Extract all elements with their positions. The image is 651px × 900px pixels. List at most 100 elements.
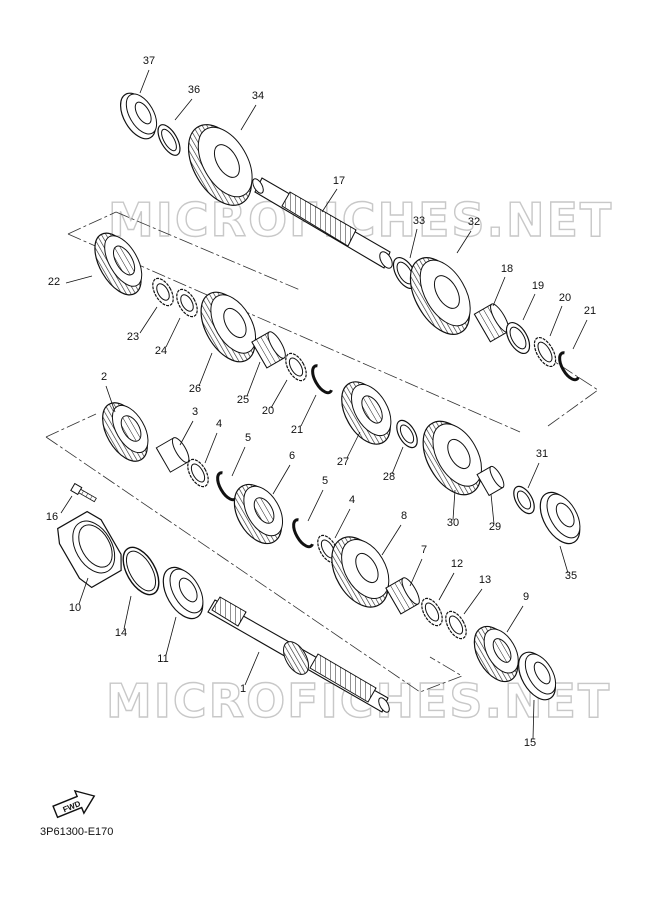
part-number-label: 27 bbox=[337, 456, 349, 468]
callout-p20a: 20 bbox=[549, 292, 571, 337]
callout-p25: 25 bbox=[237, 361, 261, 406]
callout-p33: 33 bbox=[409, 215, 425, 259]
lock-washer-4-upper bbox=[187, 458, 209, 488]
washer-24 bbox=[176, 288, 198, 318]
callout-p4b: 4 bbox=[334, 494, 355, 539]
part-number-label: 1 bbox=[240, 683, 246, 695]
callout-p22: 22 bbox=[48, 275, 93, 288]
part-number-label: 13 bbox=[479, 574, 491, 586]
leader-line bbox=[549, 305, 563, 337]
part-number-label: 31 bbox=[536, 448, 548, 460]
callout-p14: 14 bbox=[115, 595, 132, 639]
bearing-retainer-10 bbox=[57, 510, 122, 589]
part-number-label: 2 bbox=[101, 371, 107, 383]
part-number-label: 14 bbox=[115, 627, 127, 639]
leader-line bbox=[78, 577, 89, 605]
washer-12 bbox=[421, 597, 443, 627]
callout-p2: 2 bbox=[101, 371, 116, 413]
part-number-label: 17 bbox=[333, 175, 345, 187]
callout-p4a: 4 bbox=[204, 418, 222, 464]
callout-p1: 1 bbox=[240, 651, 260, 695]
leader-line bbox=[179, 420, 194, 446]
leader-line bbox=[174, 98, 193, 121]
leader-line bbox=[381, 524, 402, 556]
gear-22 bbox=[94, 232, 143, 296]
callout-p16: 16 bbox=[46, 495, 73, 523]
washer-19 bbox=[505, 322, 531, 354]
gear-27 bbox=[341, 381, 392, 445]
callout-p31: 31 bbox=[527, 448, 548, 489]
part-number-label: 20 bbox=[262, 405, 274, 417]
gear-8 bbox=[331, 536, 390, 608]
leader-line bbox=[456, 230, 472, 254]
bearing-37 bbox=[119, 92, 158, 140]
lock-washer-20-upper bbox=[533, 336, 557, 368]
part-number-label: 34 bbox=[252, 90, 264, 102]
part-number-label: 32 bbox=[468, 216, 480, 228]
leader-line bbox=[204, 432, 218, 464]
gear-32 bbox=[409, 257, 471, 335]
leader-line bbox=[452, 489, 456, 521]
part-number-label: 16 bbox=[46, 511, 58, 523]
washer-13 bbox=[445, 610, 467, 640]
main-axle-17 bbox=[252, 177, 393, 269]
callout-p36: 36 bbox=[174, 84, 200, 121]
leader-line bbox=[321, 188, 338, 213]
leader-line bbox=[244, 651, 260, 686]
callout-p21a: 21 bbox=[572, 305, 596, 350]
callout-p11: 11 bbox=[157, 616, 177, 665]
seal-ring-14 bbox=[122, 546, 160, 596]
gear-2 bbox=[102, 402, 149, 462]
callout-p18: 18 bbox=[492, 263, 513, 307]
callout-p5b: 5 bbox=[307, 475, 328, 522]
callout-p24: 24 bbox=[155, 317, 181, 357]
fwd-arrow-icon: FWD bbox=[52, 789, 96, 819]
washer-28 bbox=[396, 419, 418, 449]
leader-line bbox=[490, 493, 495, 525]
part-number-label: 21 bbox=[291, 424, 303, 436]
leader-line bbox=[334, 508, 351, 539]
gear-6 bbox=[233, 483, 284, 545]
part-number-label: 11 bbox=[157, 653, 168, 665]
callout-p13: 13 bbox=[463, 574, 491, 615]
callout-p19: 19 bbox=[522, 280, 544, 321]
gear-26 bbox=[200, 291, 257, 363]
callout-p29: 29 bbox=[489, 493, 501, 533]
washer-23 bbox=[152, 277, 174, 307]
leader-line bbox=[139, 69, 150, 94]
part-number-label: 6 bbox=[289, 450, 295, 462]
part-number-label: 30 bbox=[447, 517, 459, 529]
washer-31 bbox=[513, 485, 535, 515]
part-number-label: 24 bbox=[155, 345, 167, 357]
part-number-label: 25 bbox=[237, 394, 249, 406]
leader-line bbox=[438, 572, 455, 601]
callout-p8: 8 bbox=[381, 510, 407, 556]
part-number-label: 36 bbox=[188, 84, 200, 96]
part-number-label: 8 bbox=[401, 510, 407, 522]
group-frame-upper bbox=[67, 211, 599, 433]
leader-line bbox=[123, 595, 132, 630]
gear-9 bbox=[473, 625, 519, 683]
gear-34 bbox=[187, 124, 253, 206]
circlip-5-upper bbox=[216, 471, 238, 502]
leader-line bbox=[165, 317, 181, 348]
leader-line bbox=[270, 379, 288, 409]
leader-line bbox=[572, 319, 588, 350]
leader-line bbox=[65, 275, 93, 284]
collar-3 bbox=[155, 437, 190, 473]
callout-p35: 35 bbox=[559, 545, 577, 582]
lock-washer-20-lower bbox=[285, 352, 307, 382]
callout-p34: 34 bbox=[240, 90, 264, 131]
bearing-11 bbox=[162, 566, 204, 620]
bearing-15 bbox=[518, 651, 557, 701]
callout-p21b: 21 bbox=[291, 394, 317, 436]
leader-line bbox=[409, 558, 423, 587]
leader-line bbox=[165, 616, 177, 656]
part-number-label: 7 bbox=[421, 544, 427, 556]
part-number-label: 9 bbox=[523, 591, 529, 603]
leader-line bbox=[559, 545, 569, 574]
part-number-label: 5 bbox=[322, 475, 328, 487]
leader-line bbox=[60, 495, 73, 514]
group-frame-lower bbox=[45, 413, 463, 693]
part-number-label: 35 bbox=[565, 570, 577, 582]
